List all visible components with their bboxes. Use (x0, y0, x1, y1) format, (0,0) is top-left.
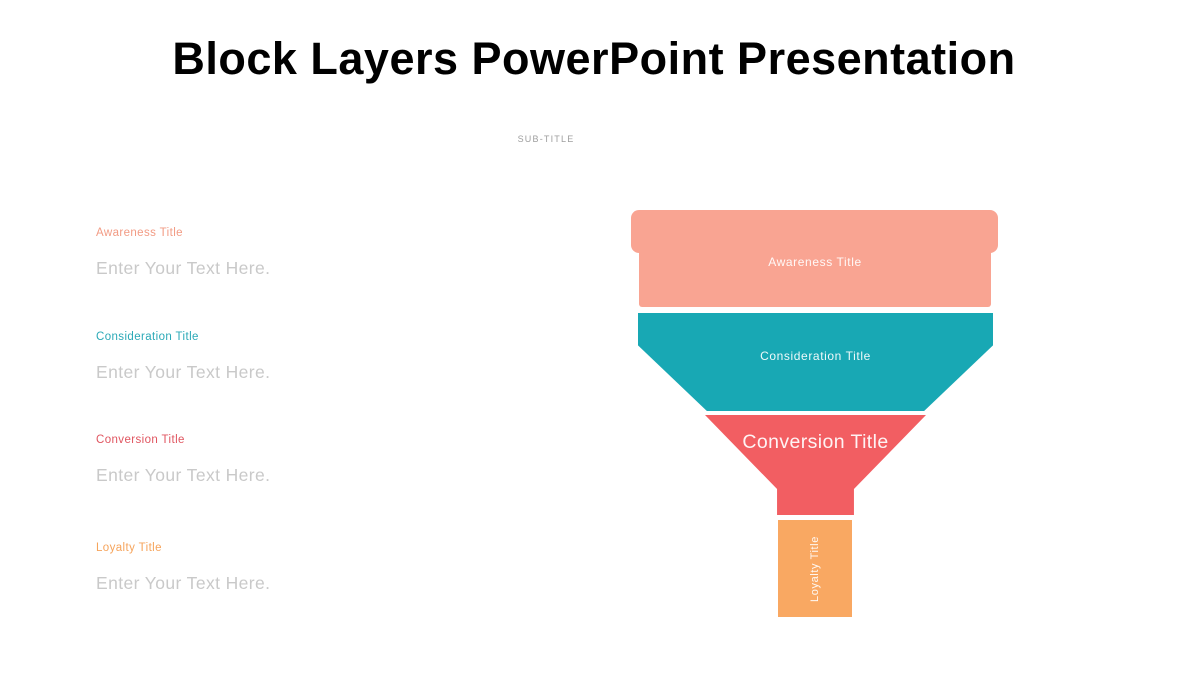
section-title-conversion: Conversion Title (96, 434, 185, 446)
text-section-awareness: Awareness Title Enter Your Text Here. (96, 226, 456, 278)
text-section-consideration: Consideration Title Enter Your Text Here… (96, 330, 456, 382)
funnel-label-awareness: Awareness Title (768, 255, 862, 269)
section-placeholder-conversion: Enter Your Text Here. (96, 465, 271, 485)
page-title: Block Layers PowerPoint Presentation (172, 33, 1016, 84)
funnel-label-consideration: Consideration Title (760, 349, 871, 363)
slide-subtitle: SUB-TITLE (517, 134, 575, 144)
section-title-awareness: Awareness Title (96, 227, 183, 239)
section-placeholder-consideration: Enter Your Text Here. (96, 362, 271, 382)
text-section-conversion: Conversion Title Enter Your Text Here. (96, 433, 456, 485)
funnel-layer-consideration[interactable]: Consideration Title (638, 313, 993, 411)
funnel-label-loyalty: Loyalty Title (808, 535, 821, 602)
funnel-awareness-cap[interactable] (631, 210, 998, 253)
text-section-loyalty: Loyalty Title Enter Your Text Here. (96, 541, 456, 593)
funnel-layer-loyalty[interactable]: Loyalty Title (778, 520, 852, 617)
section-title-consideration: Consideration Title (96, 331, 199, 343)
section-placeholder-awareness: Enter Your Text Here. (96, 258, 271, 278)
section-placeholder-loyalty: Enter Your Text Here. (96, 573, 271, 593)
funnel-label-conversion: Conversion Title (742, 431, 889, 453)
section-title-loyalty: Loyalty Title (96, 542, 162, 554)
funnel-layer-conversion[interactable]: Conversion Title (705, 415, 926, 515)
